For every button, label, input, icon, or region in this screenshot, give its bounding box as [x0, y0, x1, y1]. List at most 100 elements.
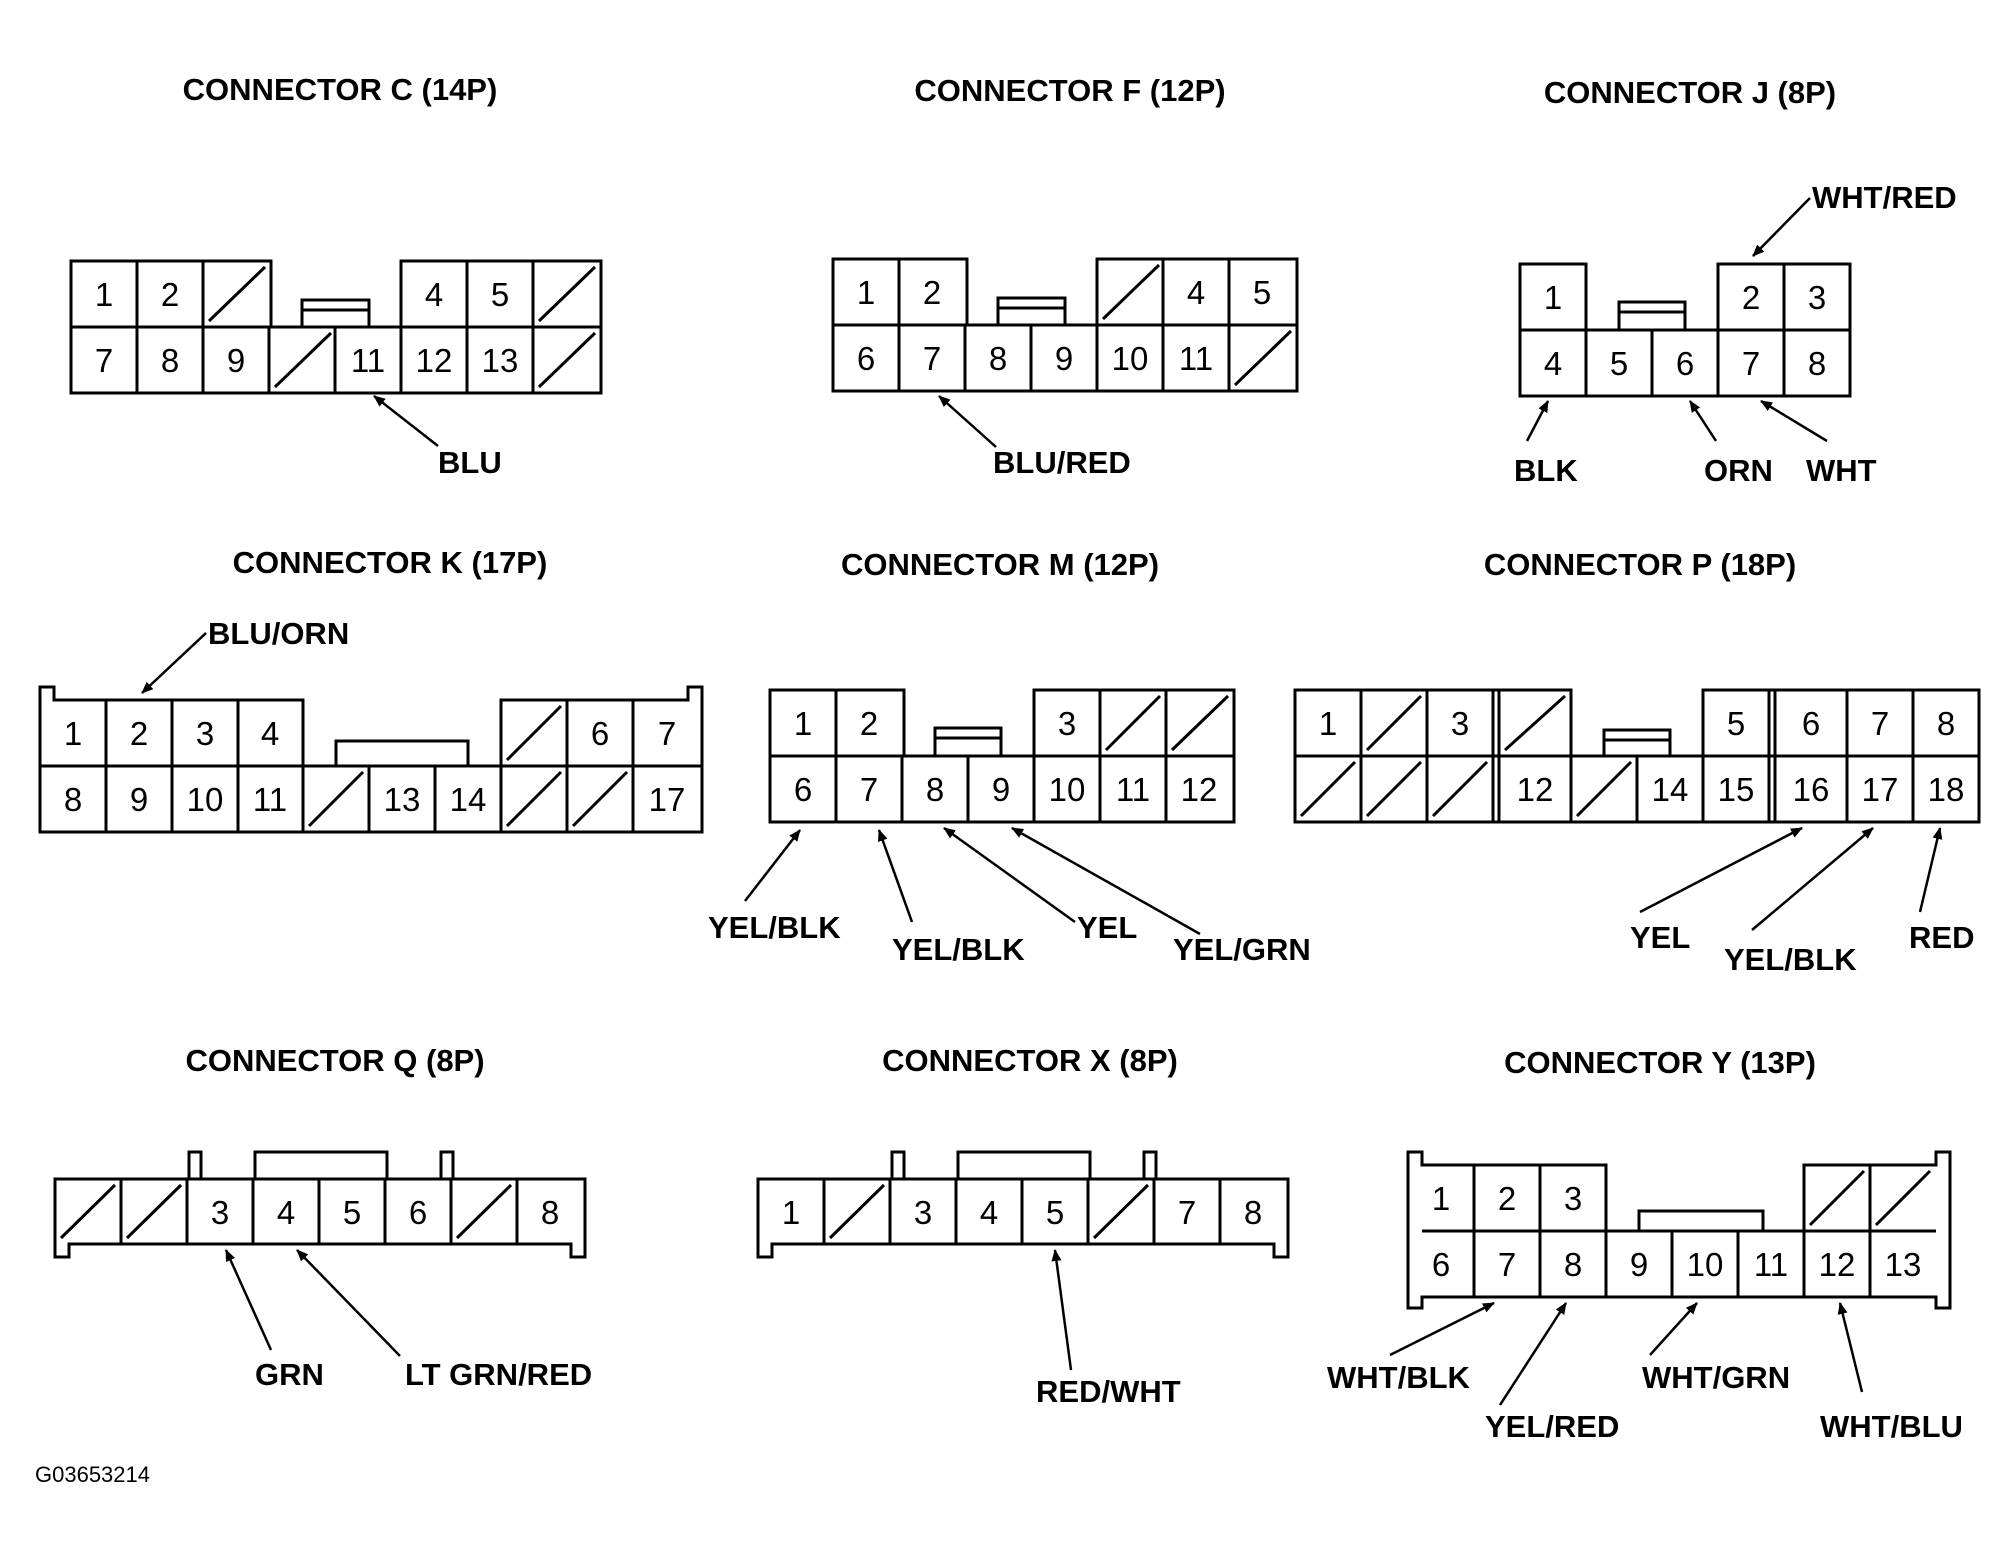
wire-label: GRN: [255, 1357, 324, 1392]
wire-arrows: [744, 826, 1201, 936]
pin-label: 3: [1564, 1180, 1582, 1217]
pin-label: 3: [211, 1194, 229, 1231]
pin-label: 11: [1116, 771, 1150, 808]
connector-p-title: CONNECTOR P (18P): [1484, 547, 1796, 582]
pin-label: 10: [1049, 771, 1086, 808]
pin-label: 17: [1862, 771, 1899, 808]
pin-label: 9: [1055, 340, 1073, 377]
connector-f-housing: [831, 257, 1299, 393]
connector-c-title: CONNECTOR C (14P): [183, 72, 498, 107]
pin-label: 10: [187, 781, 224, 818]
pin-label: 7: [1498, 1246, 1516, 1283]
wire-label: ORN: [1704, 453, 1773, 488]
pin-label: 2: [1742, 279, 1760, 316]
connector-p-pins: 1 3 5 6 7 8 12 14 15 16 17 18: [1319, 705, 1965, 808]
connector-m-pins: 1 2 3 6 7 8 9 10 11 12: [794, 705, 1218, 808]
connector-p-housing: [1293, 688, 1981, 824]
connector-q-pins: 3 4 5 6 8: [211, 1194, 559, 1231]
pin-label: 8: [1564, 1246, 1582, 1283]
pin-label: 7: [923, 340, 941, 377]
wire-label: YEL/BLK: [708, 910, 841, 945]
connector-k-housing: [38, 685, 704, 834]
pin-label: 4: [1187, 274, 1205, 311]
pin-label: 6: [1676, 345, 1694, 382]
pin-label: 8: [64, 781, 82, 818]
wire-label: YEL: [1630, 920, 1690, 955]
pin-label: 9: [130, 781, 148, 818]
wire-label: YEL/RED: [1485, 1409, 1619, 1444]
pin-label: 18: [1928, 771, 1965, 808]
pin-label: 2: [923, 274, 941, 311]
wire-label: YEL/BLK: [892, 932, 1025, 967]
pin-label: 5: [1610, 345, 1628, 382]
pin-label: 8: [1808, 345, 1826, 382]
wire-label: BLU: [438, 445, 502, 480]
pin-label: 16: [1793, 771, 1830, 808]
pin-label: 4: [261, 715, 279, 752]
connector-q-housing: [53, 1150, 587, 1259]
connector-k-title: CONNECTOR K (17P): [233, 545, 548, 580]
pin-label: 8: [989, 340, 1007, 377]
connector-f-pins: 1 2 4 5 6 7 8 9 10 11: [857, 274, 1271, 377]
connector-f-title: CONNECTOR F (12P): [914, 73, 1225, 108]
pin-label: 8: [1244, 1194, 1262, 1231]
pin-label: 3: [1808, 279, 1826, 316]
pin-label: 11: [1179, 340, 1213, 377]
pin-label: 5: [343, 1194, 361, 1231]
pin-label: 11: [1754, 1246, 1788, 1283]
connector-x-title: CONNECTOR X (8P): [882, 1043, 1178, 1078]
pin-label: 13: [1885, 1246, 1922, 1283]
pin-label: 6: [1432, 1246, 1450, 1283]
connector-y-housing: [1406, 1150, 1952, 1310]
pin-label: 9: [227, 342, 245, 379]
wire-label: LT GRN/RED: [405, 1357, 592, 1392]
wire-label: YEL: [1077, 910, 1137, 945]
pin-label: 5: [1253, 274, 1271, 311]
pin-label: 1: [1432, 1180, 1450, 1217]
wire-label: RED: [1909, 920, 1974, 955]
pin-label: 11: [351, 342, 385, 379]
connector-m: CONNECTOR M (12P) 1 2 3 6 7 8 9 10 11: [708, 547, 1311, 967]
wire-arrows: [1639, 826, 1943, 931]
connector-j-housing: [1518, 262, 1852, 398]
connector-j-title: CONNECTOR J (8P): [1544, 75, 1836, 110]
pin-label: 6: [409, 1194, 427, 1231]
pin-label: 15: [1718, 771, 1755, 808]
connector-x: CONNECTOR X (8P) 1 3 4 5 7 8 RED/WHT: [756, 1043, 1290, 1409]
wire-arrows: [224, 1249, 401, 1357]
pin-label: 11: [253, 781, 287, 818]
pin-label: 4: [277, 1194, 295, 1231]
pin-label: 10: [1112, 340, 1149, 377]
connector-k-pins: 1 2 3 4 6 7 8 9 10 11 13 14 17: [64, 715, 686, 818]
pin-label: 3: [914, 1194, 932, 1231]
pin-label: 1: [1544, 279, 1562, 316]
pin-label: 4: [425, 276, 443, 313]
pin-label: 5: [1046, 1194, 1064, 1231]
pin-label: 5: [1727, 705, 1745, 742]
wire-label: WHT/GRN: [1642, 1360, 1790, 1395]
pin-label: 7: [860, 771, 878, 808]
pin-label: 8: [161, 342, 179, 379]
pin-label: 8: [1937, 705, 1955, 742]
pin-label: 8: [541, 1194, 559, 1231]
pin-label: 3: [1451, 705, 1469, 742]
pin-label: 1: [857, 274, 875, 311]
connector-x-pins: 1 3 4 5 7 8: [782, 1194, 1262, 1231]
pin-label: 6: [857, 340, 875, 377]
pin-label: 7: [95, 342, 113, 379]
wire-arrows: [1525, 197, 1828, 443]
connector-f: CONNECTOR F (12P) 1 2 4 5 6 7 8 9 10: [831, 73, 1299, 480]
pin-label: 4: [980, 1194, 998, 1231]
connector-c-housing: [69, 259, 603, 395]
wire-label: BLK: [1514, 453, 1578, 488]
pin-label: 2: [130, 715, 148, 752]
pin-label: 8: [926, 771, 944, 808]
pin-label: 6: [794, 771, 812, 808]
pin-label: 6: [1802, 705, 1820, 742]
pin-label: 7: [1742, 345, 1760, 382]
connector-y-title: CONNECTOR Y (13P): [1504, 1045, 1816, 1080]
pin-label: 5: [491, 276, 509, 313]
pin-label: 4: [1544, 345, 1562, 382]
connector-m-title: CONNECTOR M (12P): [841, 547, 1159, 582]
